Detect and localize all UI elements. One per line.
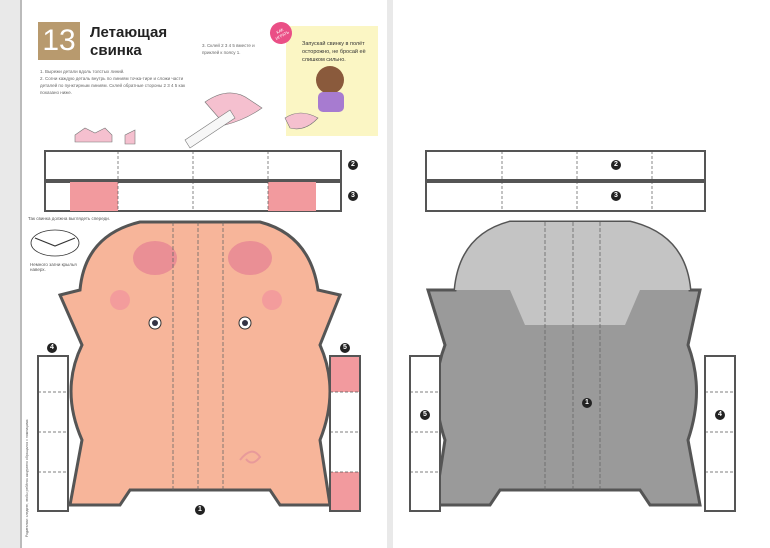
tip-text: Запускай свинку в полёт осторожно, не бр… <box>302 41 366 63</box>
right-side-label-5: 5 <box>420 410 430 420</box>
page-title: Летающая свинка <box>90 24 200 60</box>
strip-label-3: 3 <box>348 191 358 201</box>
lesson-number-badge: 13 <box>38 22 80 60</box>
right-strip-label-2: 2 <box>611 160 621 170</box>
front-note: Так свинка должна выглядеть спереди. <box>28 216 110 221</box>
left-side-strips <box>37 355 361 512</box>
strip-label-2: 2 <box>348 160 358 170</box>
left-strips <box>44 150 342 212</box>
bend-note: Немного загни крылья наверх. <box>30 262 77 272</box>
step-2: 2. Согни каждую деталь внутрь по линиям … <box>40 76 186 95</box>
right-strip-label-3: 3 <box>611 191 621 201</box>
pig-body-front <box>57 220 343 507</box>
step-1: 1. Вырежи детали вдоль толстых линий. <box>40 69 125 74</box>
side-label-4: 4 <box>47 343 57 353</box>
title-line-2: свинка <box>90 42 142 59</box>
right-side-label-4: 4 <box>715 410 725 420</box>
fold-illustration <box>30 66 344 257</box>
step-3: 3. Склей 2 3 4 5 вместе и приклей к пояс… <box>202 43 255 55</box>
side-label-5: 5 <box>340 343 350 353</box>
right-body-label-1: 1 <box>582 398 592 408</box>
right-side-strips <box>409 355 736 512</box>
right-strips <box>425 150 706 212</box>
pig-body-back <box>425 220 702 507</box>
body-label-1: 1 <box>195 505 205 515</box>
instructions: 1. Вырежи детали вдоль толстых линий. 2.… <box>40 68 190 96</box>
title-line-1: Летающая <box>90 24 168 41</box>
